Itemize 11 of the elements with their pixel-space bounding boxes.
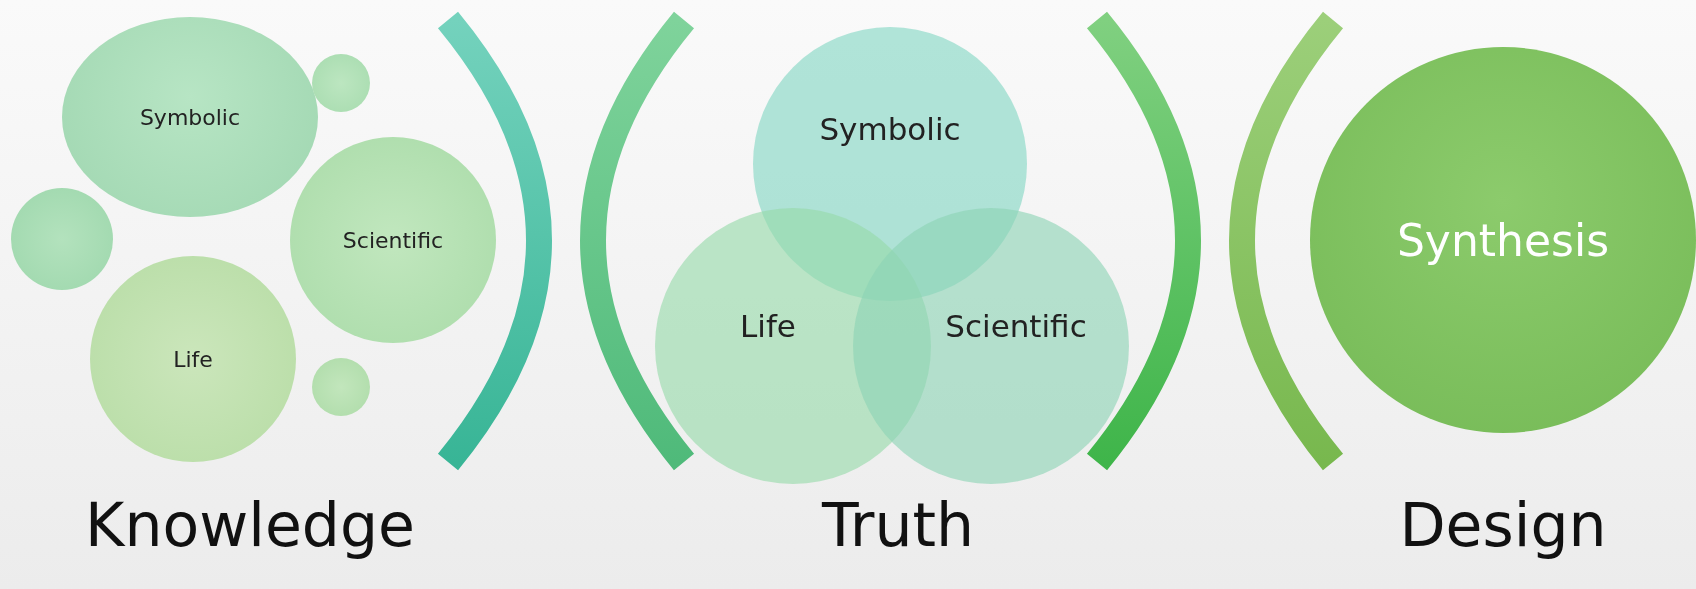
node-label: Symbolic <box>139 104 241 130</box>
node-label: Scientific <box>342 227 444 253</box>
section-heading: Knowledge <box>85 490 415 560</box>
node-label: Symbolic <box>819 111 961 147</box>
node-label: Scientific <box>945 308 1087 344</box>
circle-node <box>312 54 370 112</box>
node-label: Life <box>740 308 796 344</box>
node-label: Synthesis <box>1396 214 1610 266</box>
section-heading: Truth <box>821 490 975 560</box>
section-heading: Design <box>1399 490 1607 560</box>
node-label: Life <box>173 346 213 372</box>
